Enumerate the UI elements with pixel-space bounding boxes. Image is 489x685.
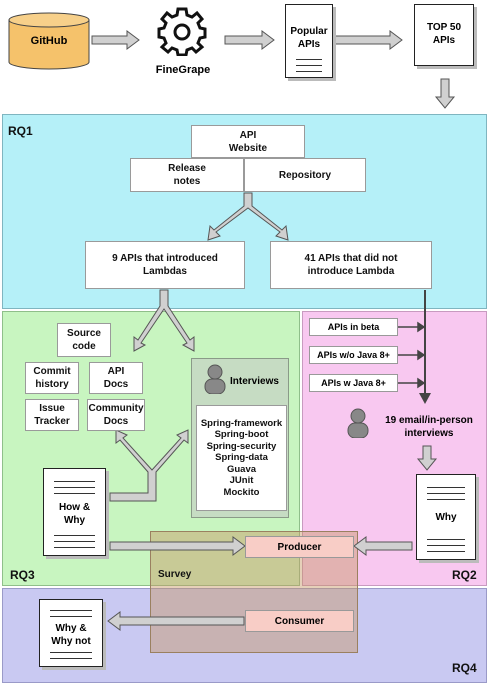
doc-line	[427, 499, 465, 500]
github-database-icon: GitHub	[8, 12, 90, 70]
api-list-item: Spring-data	[215, 452, 268, 464]
introduced-lambdas-box: 9 APIs that introduced Lambdas	[85, 241, 245, 289]
doc-line	[54, 541, 95, 542]
rq4-label: RQ4	[452, 661, 477, 675]
api-list-item: Guava	[226, 463, 257, 475]
survey-label: Survey	[158, 569, 192, 580]
doc-line	[50, 652, 92, 653]
doc-line	[427, 539, 465, 540]
apis-without-java8-box: APIs w/o Java 8+	[309, 346, 398, 364]
doc-line	[427, 493, 465, 494]
not-introduced-lambda-box: 41 APIs that did not introduce Lambda	[270, 241, 432, 289]
why-why-not-label: Why & Why not	[51, 623, 91, 647]
why-doc: Why	[416, 474, 476, 560]
doc-line	[296, 65, 322, 66]
doc-line	[50, 616, 92, 617]
doc-line	[54, 487, 95, 488]
issue-tracker-box: Issue Tracker	[25, 399, 79, 431]
consumer-box: Consumer	[245, 610, 354, 632]
doc-line	[296, 71, 322, 72]
rq1-label: RQ1	[8, 124, 33, 138]
doc-line	[54, 535, 95, 536]
api-list-item: JUnit	[229, 475, 254, 487]
doc-line	[50, 658, 92, 659]
top50-apis-doc: TOP 50 APIs	[414, 4, 474, 66]
rq2-label: RQ2	[452, 568, 477, 582]
how-why-doc: How & Why	[43, 468, 106, 556]
doc-line	[54, 481, 95, 482]
popular-apis-doc: Popular APIs	[285, 4, 333, 78]
source-code-box: Source code	[57, 323, 111, 357]
why-label: Why	[435, 512, 457, 523]
doc-line	[427, 545, 465, 546]
doc-line	[54, 493, 95, 494]
api-list-item: Mockito	[223, 486, 260, 498]
commit-history-box: Commit history	[25, 362, 79, 394]
api-list-item: Spring-boot	[214, 429, 269, 441]
api-docs-box: API Docs	[89, 362, 143, 394]
doc-line	[54, 547, 95, 548]
person-icon	[204, 364, 226, 394]
api-list-item: Spring-framework	[200, 417, 283, 429]
apis-with-java8-box: APIs w Java 8+	[309, 374, 398, 392]
why-why-not-doc: Why & Why not	[39, 599, 103, 667]
interviews-label: Interviews	[230, 376, 279, 387]
top50-apis-label: TOP 50 APIs	[426, 22, 462, 46]
doc-line	[50, 610, 92, 611]
doc-line	[296, 59, 322, 60]
how-why-label: How & Why	[58, 502, 91, 526]
gear-icon	[157, 6, 207, 56]
interview-api-list: Spring-framework Spring-boot Spring-secu…	[196, 405, 287, 511]
finegrape-label: FineGrape	[155, 64, 211, 76]
popular-apis-label: Popular APIs	[290, 26, 328, 50]
doc-line	[427, 487, 465, 488]
repository-box: Repository	[244, 158, 366, 192]
apis-in-beta-box: APIs in beta	[309, 318, 398, 336]
person-icon	[347, 408, 369, 438]
community-docs-box: Community Docs	[87, 399, 145, 431]
email-interviews-label: 19 email/in-person interviews	[385, 415, 473, 439]
release-notes-box: Release notes	[130, 158, 244, 192]
api-list-item: Spring-security	[206, 440, 277, 452]
producer-box: Producer	[245, 536, 354, 558]
rq3-label: RQ3	[10, 568, 35, 582]
api-website-box: API Website	[191, 125, 305, 158]
doc-line	[427, 551, 465, 552]
github-label: GitHub	[30, 35, 68, 47]
